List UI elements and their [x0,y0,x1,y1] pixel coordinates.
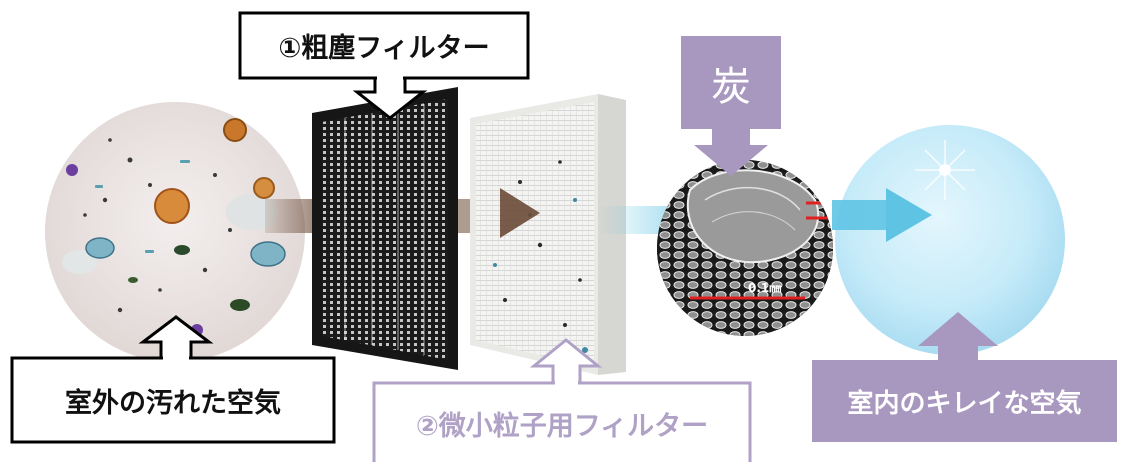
coarse-filter-image [312,87,458,370]
fine-filter-label: ②微小粒子用フィルター [415,410,709,442]
clean-air-label-box [812,312,1117,442]
charcoal-microscope-image [657,160,833,336]
fine-filter-callout-shape [372,338,752,462]
scale-label: 0.1㎜ [748,281,781,295]
charcoal-label-box [681,36,781,176]
coarse-filter-callout-shape [238,11,530,120]
dirty-air-label: 室外の汚れた空気 [65,387,281,419]
clean-air-illustration [835,125,1065,355]
clean-air-label: 室内のキレイな空気 [847,388,1082,419]
dirty-air-callout-shape [10,315,336,444]
clean-flow-arrow [832,188,932,242]
fine-filter-image [470,94,626,375]
coarse-filter-label: ①粗塵フィルター [278,33,490,64]
charcoal-label: 炭 [711,63,751,110]
